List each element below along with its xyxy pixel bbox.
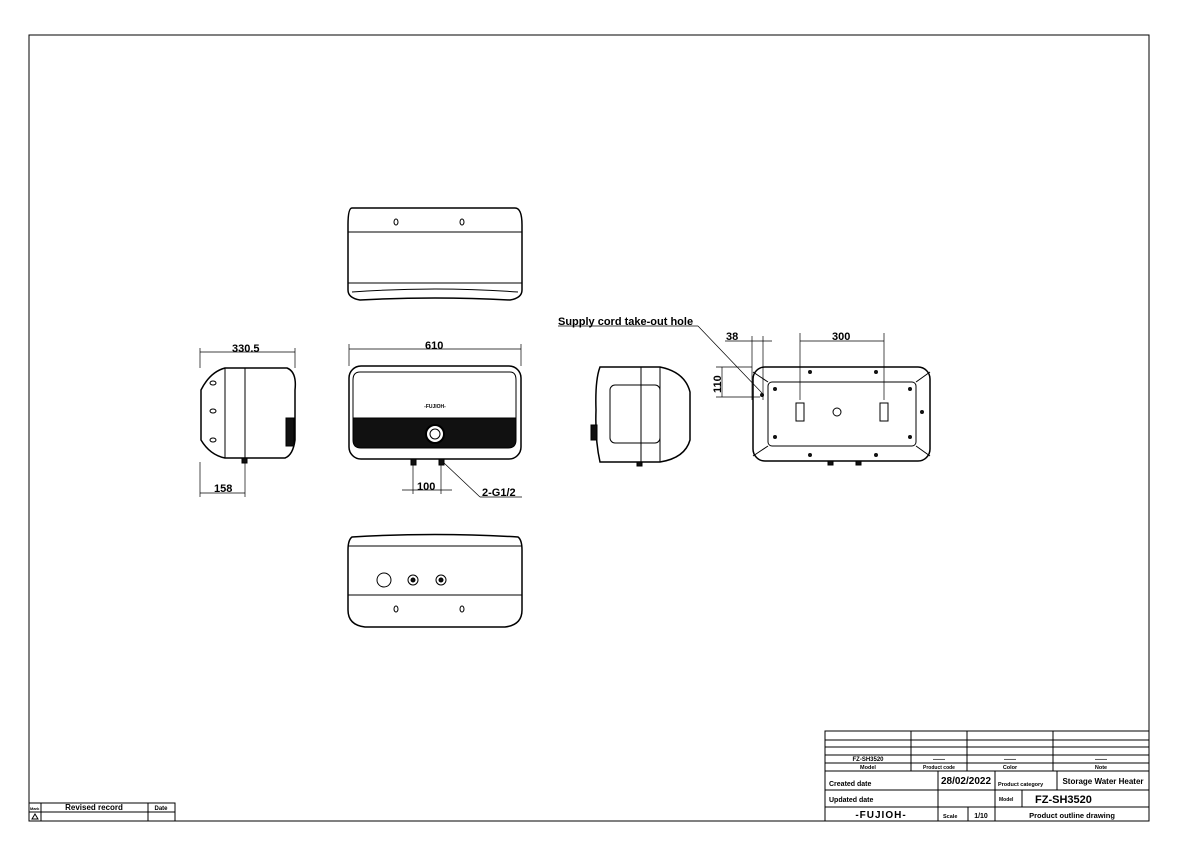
revision-block: Mark Revised record Date: [28, 802, 176, 822]
back-view: 300 38 110 Supply cord take-out hole: [558, 316, 931, 466]
mark-header: Mark: [30, 806, 40, 811]
side-view-right: [590, 366, 691, 467]
scale-value: 1/10: [974, 813, 988, 820]
note-header: Note: [1095, 765, 1107, 771]
scale-label: Scale: [943, 814, 957, 820]
model-name: FZ-SH3520: [1035, 794, 1092, 806]
product-category-value: Storage Water Heater: [1062, 777, 1143, 786]
product-code-header: Product code: [923, 765, 955, 771]
model-label: Model: [999, 797, 1014, 803]
cord-hole-label: Supply cord take-out hole: [558, 316, 693, 328]
title-block: FZ-SH3520 —— —— —— Model Product code Co…: [824, 730, 1150, 822]
front-logo: -FUJIOH-: [424, 404, 446, 410]
color-header: Color: [1003, 765, 1018, 771]
cord-offset-x-dimension: 38: [726, 331, 738, 343]
depth-dimension: 330.5: [232, 343, 260, 355]
created-date-value: 28/02/2022: [941, 776, 991, 787]
bracket-spacing-dimension: 300: [832, 331, 850, 343]
front-view: -FUJIOH- 610 100 2-G1/2: [348, 340, 522, 499]
revision-triangle-icon: [31, 813, 39, 820]
pipe-spacing-dimension: 100: [417, 481, 435, 493]
updated-date-label: Updated date: [829, 797, 873, 804]
brand-logo: -FUJIOH-: [855, 810, 906, 821]
cord-offset-y-dimension: 110: [712, 375, 724, 393]
drawing-border: [28, 34, 1150, 822]
model-header: Model: [860, 765, 876, 771]
date-header: Date: [154, 806, 168, 812]
side-view-left: 330.5 158: [199, 343, 297, 497]
color-value: ——: [1004, 757, 1016, 763]
pipe-spec-label: 2-G1/2: [482, 487, 516, 499]
top-view: [347, 207, 523, 301]
revised-record-header: Revised record: [65, 803, 123, 812]
bottom-view: [347, 533, 523, 628]
note-value: ——: [1095, 757, 1107, 763]
product-category-label: Product category: [998, 782, 1044, 788]
drawing-title: Product outline drawing: [1029, 811, 1115, 820]
created-date-label: Created date: [829, 781, 872, 788]
product-code-value: ——: [933, 757, 945, 763]
model-value: FZ-SH3520: [852, 757, 884, 763]
width-dimension: 610: [425, 340, 443, 352]
side-offset-dimension: 158: [214, 483, 232, 495]
